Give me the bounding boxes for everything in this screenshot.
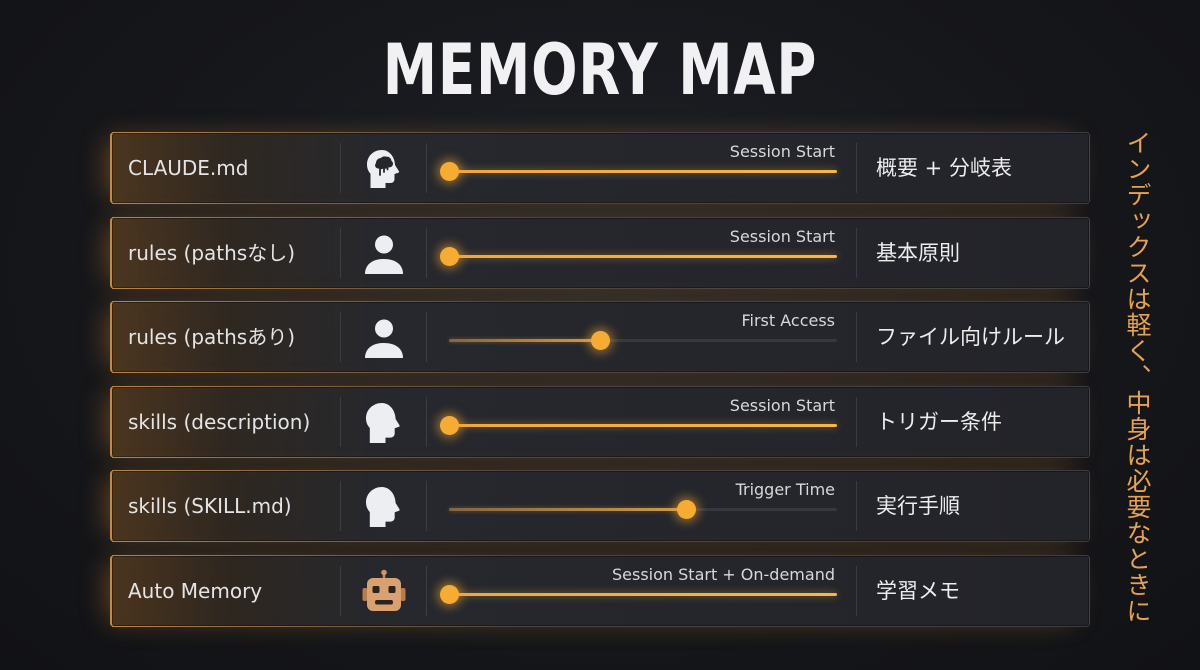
memory-row-rules-with-paths: rules (pathsあり) First Access ファイル向けルール: [110, 301, 1090, 373]
row-label: CLAUDE.md: [128, 156, 249, 180]
memory-row-skills-description: skills (description) Session Start トリガー条…: [110, 385, 1090, 458]
timing-track: [440, 415, 837, 435]
memory-row-auto-memory: Auto Memory Session Start + On-demand 学習…: [110, 554, 1090, 627]
timing-fill: [449, 254, 837, 258]
person-icon: [360, 315, 408, 361]
robot-icon: [360, 569, 408, 615]
row-label: skills (description): [128, 409, 311, 434]
timing-fill: [449, 592, 837, 596]
timing-label: First Access: [741, 311, 835, 330]
timing-fill: [449, 170, 837, 173]
row-label: rules (pathsなし): [128, 240, 296, 265]
person-icon: [360, 231, 408, 277]
timing-track: [440, 246, 837, 266]
row-description: 実行手順: [876, 494, 960, 518]
timing-fill: [449, 423, 837, 427]
head-profile-icon: [360, 400, 408, 446]
timing-knob[interactable]: [440, 162, 459, 181]
timing-label: Session Start: [729, 226, 835, 246]
timing-knob[interactable]: [440, 584, 459, 604]
row-description: 概要 + 分岐表: [876, 156, 1012, 180]
row-description: トリガー条件: [876, 409, 1002, 434]
row-description: 基本原則: [876, 240, 960, 265]
timing-label: Trigger Time: [735, 480, 835, 499]
head-profile-icon: [360, 484, 408, 530]
memory-row-claude-md: CLAUDE.md Session Start 概要 + 分岐表: [110, 132, 1090, 204]
timing-fill: [449, 508, 686, 511]
timing-track: [440, 162, 837, 181]
memory-rows: CLAUDE.md Session Start 概要 + 分岐表 rules (…: [110, 132, 1090, 639]
row-label: Auto Memory: [128, 578, 263, 603]
row-description: 学習メモ: [876, 578, 960, 603]
timing-knob[interactable]: [676, 500, 696, 519]
side-note: インデックスは軽く、中身は必要なときに: [1123, 130, 1152, 624]
row-description: ファイル向けルール: [876, 325, 1065, 349]
memory-row-skills-skill-md: skills (SKILL.md) Trigger Time 実行手順: [110, 470, 1090, 542]
page-title: MEMORY MAP: [382, 29, 818, 111]
timing-track: [449, 331, 837, 350]
brain-head-icon: [360, 146, 408, 192]
timing-track: [449, 500, 837, 519]
timing-knob[interactable]: [591, 331, 611, 350]
timing-label: Session Start: [729, 142, 835, 161]
timing-track: [440, 584, 837, 604]
row-label: rules (pathsあり): [128, 325, 296, 349]
row-label: skills (SKILL.md): [128, 494, 292, 518]
timing-fill: [449, 339, 601, 342]
timing-label: Session Start: [729, 395, 835, 415]
timing-knob[interactable]: [440, 415, 459, 435]
timing-label: Session Start + On-demand: [612, 564, 835, 584]
memory-row-rules-no-paths: rules (pathsなし) Session Start 基本原則: [110, 216, 1090, 289]
timing-knob[interactable]: [440, 246, 459, 266]
